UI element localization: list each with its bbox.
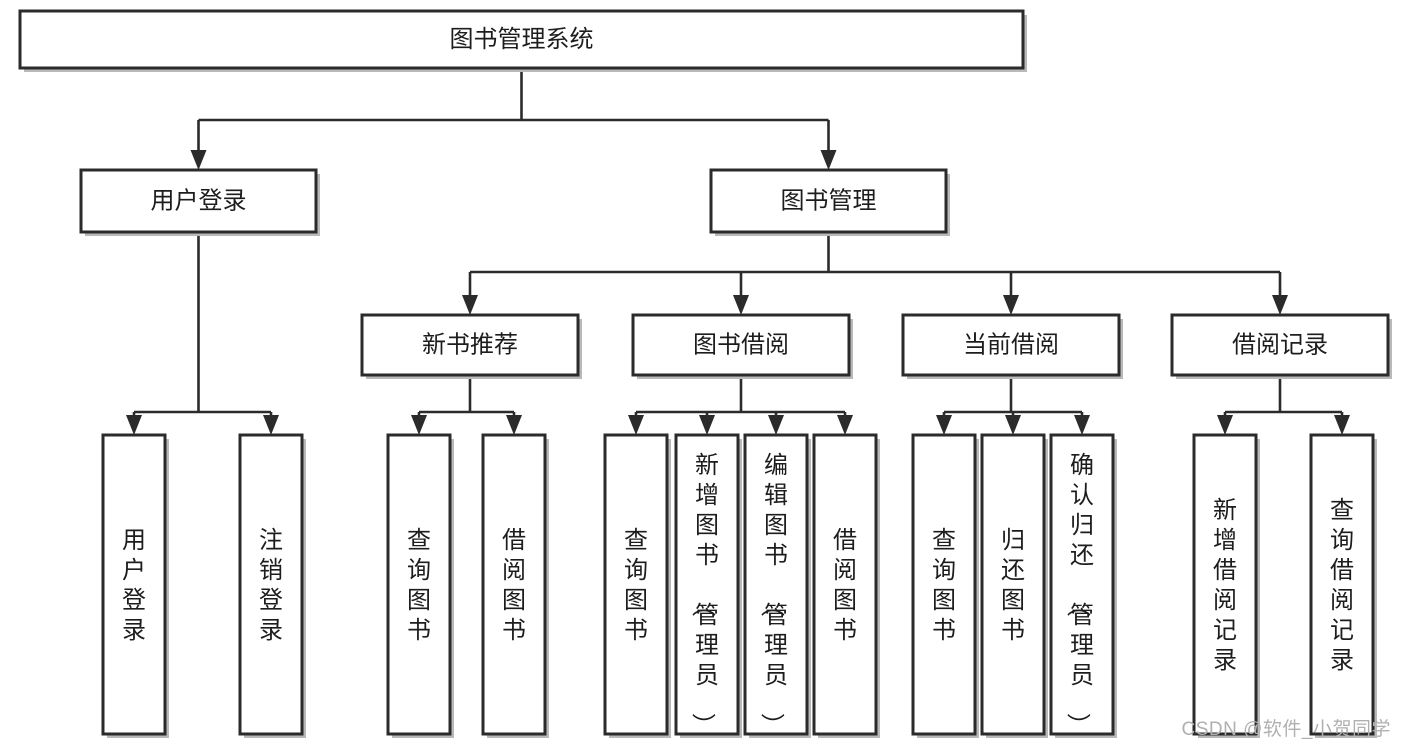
node-leaf-query-book-2[interactable]: 查询图书	[603, 433, 671, 738]
node-root[interactable]: 图书管理系统	[18, 9, 1027, 72]
node-leaf-add-record[interactable]: 新增借阅记录	[1192, 433, 1260, 738]
node-book-management[interactable]: 图书管理	[709, 168, 950, 236]
root-to-level2-arrow-1	[820, 150, 837, 170]
node-rect	[360, 313, 580, 377]
node-borrow_record[interactable]: 借阅记录	[1170, 313, 1392, 379]
node-rect	[743, 433, 809, 736]
node-leaf-borrow-book-2[interactable]: 借阅图书	[812, 433, 880, 738]
node-label: 编辑图书（管理员）	[758, 452, 788, 737]
node-leaf-logout-login[interactable]: 注销登录	[238, 433, 306, 738]
node-rect	[631, 313, 851, 377]
node-leaf-query-record[interactable]: 查询借阅记录	[1309, 433, 1377, 738]
leafbus-n_new_book_rec-arrow-0	[411, 415, 427, 435]
node-rect	[911, 433, 977, 736]
node-label: 新增借阅记录	[1213, 497, 1237, 674]
node-leaf-query-book-1[interactable]: 查询图书	[386, 433, 454, 738]
node-leaf-query-book-3[interactable]: 查询图书	[911, 433, 979, 738]
node-label: 借阅记录	[1232, 331, 1328, 358]
node-rect	[980, 433, 1046, 736]
node-leaf-user-login[interactable]: 用户登录	[101, 433, 169, 738]
node-leaf-edit-book[interactable]: 编辑图书（管理员）	[743, 433, 811, 738]
node-rect	[79, 168, 318, 234]
bookmgmt-to-level3-arrow-2	[1003, 295, 1019, 315]
leafbus-n_current_borrow-arrow-2	[1074, 415, 1090, 435]
leafbus-n_borrow_record-arrow-1	[1334, 415, 1350, 435]
node-label: 图书管理	[781, 187, 877, 214]
node-rect	[1049, 433, 1115, 736]
node-rect	[603, 433, 669, 736]
node-label: 新增图书（管理员）	[689, 452, 719, 737]
node-rect	[812, 433, 878, 736]
leafbus-n_book_borrow-arrow-0	[628, 415, 644, 435]
node-label: 注销登录	[259, 527, 283, 644]
nodes-layer: 图书管理系统用户登录图书管理新书推荐图书借阅当前借阅借阅记录用户登录注销登录查询…	[18, 9, 1392, 738]
node-current_borrow[interactable]: 当前借阅	[901, 313, 1123, 379]
node-rect	[1309, 433, 1375, 736]
leafbus-n_current_borrow-arrow-0	[936, 415, 952, 435]
bookmgmt-to-level3-arrow-1	[733, 295, 749, 315]
node-rect	[238, 433, 304, 736]
node-label: 归还图书	[1001, 527, 1025, 644]
node-rect	[386, 433, 452, 736]
node-label: 查询图书	[932, 527, 956, 644]
root-to-level2-arrow-0	[190, 150, 207, 170]
node-new_book_rec[interactable]: 新书推荐	[360, 313, 582, 379]
node-label: 图书管理系统	[450, 26, 594, 53]
leafbus-n_book_borrow-arrow-3	[837, 415, 853, 435]
node-rect	[674, 433, 740, 736]
node-label: 图书借阅	[693, 331, 789, 358]
node-user-login[interactable]: 用户登录	[79, 168, 320, 236]
node-label: 用户登录	[122, 527, 146, 644]
node-label: 新书推荐	[422, 331, 518, 358]
node-label: 查询图书	[624, 527, 648, 644]
node-rect	[901, 313, 1121, 377]
connectors-layer	[126, 68, 1350, 435]
node-label: 当前借阅	[963, 331, 1059, 358]
bookmgmt-to-level3-arrow-3	[1272, 295, 1288, 315]
node-book_borrow[interactable]: 图书借阅	[631, 313, 853, 379]
node-label: 用户登录	[151, 187, 247, 214]
node-label: 借阅图书	[833, 527, 857, 644]
node-rect	[1170, 313, 1390, 377]
leafbus-n_user_login-arrow-0	[126, 415, 142, 435]
node-label: 确认归还（管理员）	[1064, 452, 1094, 737]
node-rect	[1192, 433, 1258, 736]
leafbus-n_borrow_record-arrow-0	[1217, 415, 1233, 435]
leafbus-n_book_borrow-arrow-2	[768, 415, 784, 435]
node-label: 查询借阅记录	[1330, 497, 1354, 674]
node-rect	[709, 168, 948, 234]
node-label: 借阅图书	[502, 527, 526, 644]
node-leaf-borrow-book-1[interactable]: 借阅图书	[481, 433, 549, 738]
node-leaf-add-book[interactable]: 新增图书（管理员）	[674, 433, 742, 738]
node-leaf-confirm-return[interactable]: 确认归还（管理员）	[1049, 433, 1117, 738]
node-rect	[481, 433, 547, 736]
node-rect	[18, 9, 1025, 70]
leafbus-n_user_login-arrow-1	[263, 415, 279, 435]
node-rect	[101, 433, 167, 736]
leafbus-n_current_borrow-arrow-1	[1005, 415, 1021, 435]
node-label: 查询图书	[407, 527, 431, 644]
node-leaf-return-book[interactable]: 归还图书	[980, 433, 1048, 738]
leafbus-n_book_borrow-arrow-1	[699, 415, 715, 435]
bookmgmt-to-level3-arrow-0	[462, 295, 478, 315]
leafbus-n_new_book_rec-arrow-1	[506, 415, 522, 435]
